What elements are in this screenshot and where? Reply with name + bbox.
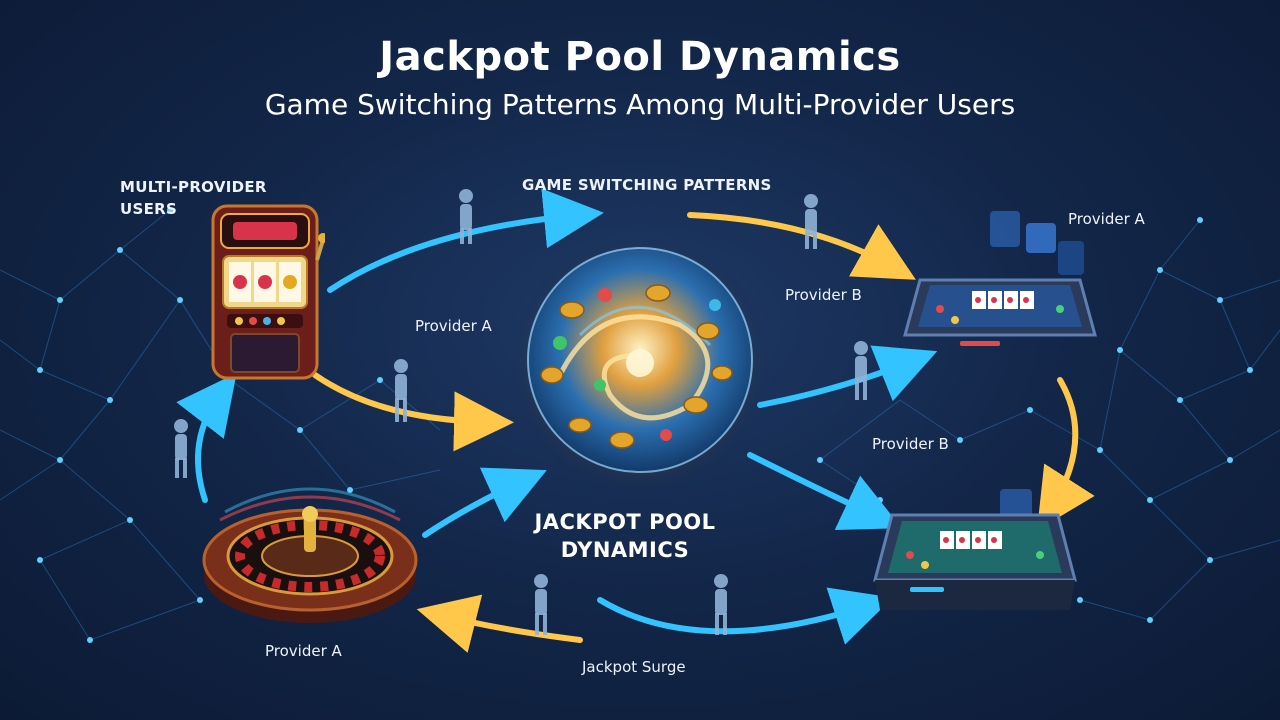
user-figure-icon — [394, 359, 408, 422]
label-multi-provider-users: MULTI-PROVIDER USERS — [120, 178, 267, 218]
user-figure-icon — [714, 574, 728, 635]
arrow-top-to-table-a — [687, 212, 916, 280]
label-game-switching-patterns: GAME SWITCHING PATTERNS — [522, 176, 772, 194]
label-provider-b-upper: Provider B — [785, 286, 862, 304]
arrow-orb-to-table-a — [757, 345, 938, 408]
user-figure-icon — [459, 189, 473, 244]
user-figure-icon — [174, 419, 188, 478]
label-provider-a-left: Provider A — [415, 317, 492, 335]
arrow-slot-to-top — [327, 188, 604, 293]
label-provider-b-right: Provider B — [872, 435, 949, 453]
label-center-jackpot-pool: JACKPOT POOL DYNAMICS — [534, 510, 716, 562]
arrow-roulette-to-slot — [176, 372, 237, 503]
user-figure-icon — [534, 574, 548, 635]
page-subtitle: Game Switching Patterns Among Multi-Prov… — [264, 88, 1016, 121]
card-table-icon — [873, 489, 1077, 610]
roulette-icon — [202, 487, 418, 623]
arrow-slot-to-orb — [312, 372, 514, 452]
arrow-roulette-to-orb — [422, 467, 547, 538]
slot-machine-icon — [211, 204, 325, 380]
arrow-orb-to-table-b — [747, 452, 902, 530]
page-title: Jackpot Pool Dynamics — [379, 34, 901, 80]
label-provider-a-top-right: Provider A — [1068, 210, 1145, 228]
card-table-icon — [903, 211, 1097, 346]
user-figure-icon — [854, 341, 868, 400]
jackpot-orb-icon — [510, 235, 770, 495]
arrow-table-a-to-table-b — [1037, 377, 1095, 531]
label-jackpot-surge: Jackpot Surge — [582, 658, 686, 676]
label-provider-a-bottom-left: Provider A — [265, 642, 342, 660]
arrow-surge-to-roulette — [416, 594, 583, 653]
user-figure-icon — [804, 194, 818, 249]
